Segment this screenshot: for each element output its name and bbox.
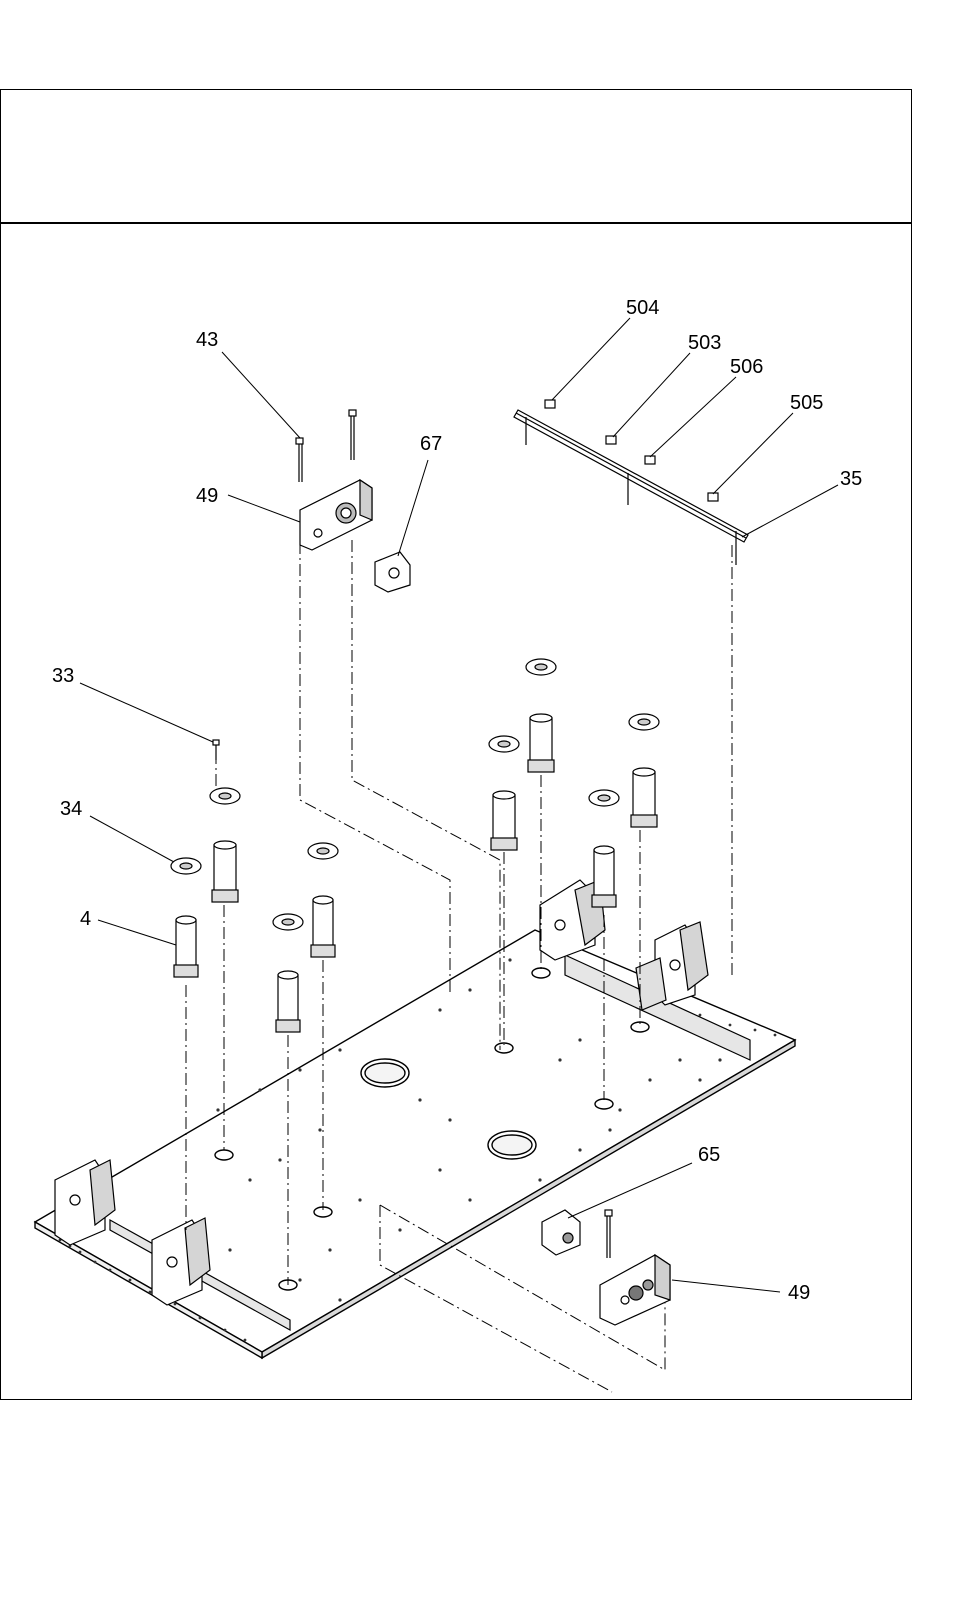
- callout-505: 505: [790, 392, 823, 414]
- callout-35: 35: [840, 468, 862, 490]
- standoff: [212, 841, 238, 902]
- screw-43-right: [349, 410, 356, 460]
- clip-505: [708, 493, 718, 501]
- callout-65: 65: [698, 1144, 720, 1166]
- clip-504: [545, 400, 555, 408]
- washer: [273, 914, 303, 930]
- standoff: [491, 791, 517, 850]
- bearing-65: [542, 1210, 580, 1255]
- callout-43: 43: [196, 329, 218, 351]
- screw-lower: [605, 1210, 612, 1258]
- callout-33: 33: [52, 665, 74, 687]
- washer: [629, 714, 659, 730]
- callout-49-upper: 49: [196, 485, 218, 507]
- screw-43-left: [296, 438, 303, 482]
- standoff: [528, 714, 554, 772]
- callout-503: 503: [688, 332, 721, 354]
- standoff-4: [174, 916, 198, 977]
- standoff: [276, 971, 300, 1032]
- clip-503: [606, 436, 616, 444]
- washer: [526, 659, 556, 675]
- bracket-49-lower: [600, 1255, 670, 1325]
- standoff: [592, 846, 616, 907]
- callout-67: 67: [420, 433, 442, 455]
- callout-504: 504: [626, 297, 659, 319]
- washer: [589, 790, 619, 806]
- callout-49-lower: 49: [788, 1282, 810, 1304]
- washer: [489, 736, 519, 752]
- washer: [308, 843, 338, 859]
- callout-4: 4: [80, 908, 91, 930]
- washer: [210, 788, 240, 804]
- bracket-49-upper: [300, 480, 372, 550]
- washer-34: [171, 858, 201, 874]
- bearing-67: [375, 552, 410, 592]
- callout-34: 34: [60, 798, 82, 820]
- screw-33: [213, 740, 219, 760]
- callout-506: 506: [730, 356, 763, 378]
- standoff: [311, 896, 335, 957]
- clip-506: [645, 456, 655, 464]
- bar-35: [514, 410, 748, 565]
- standoff: [631, 768, 657, 827]
